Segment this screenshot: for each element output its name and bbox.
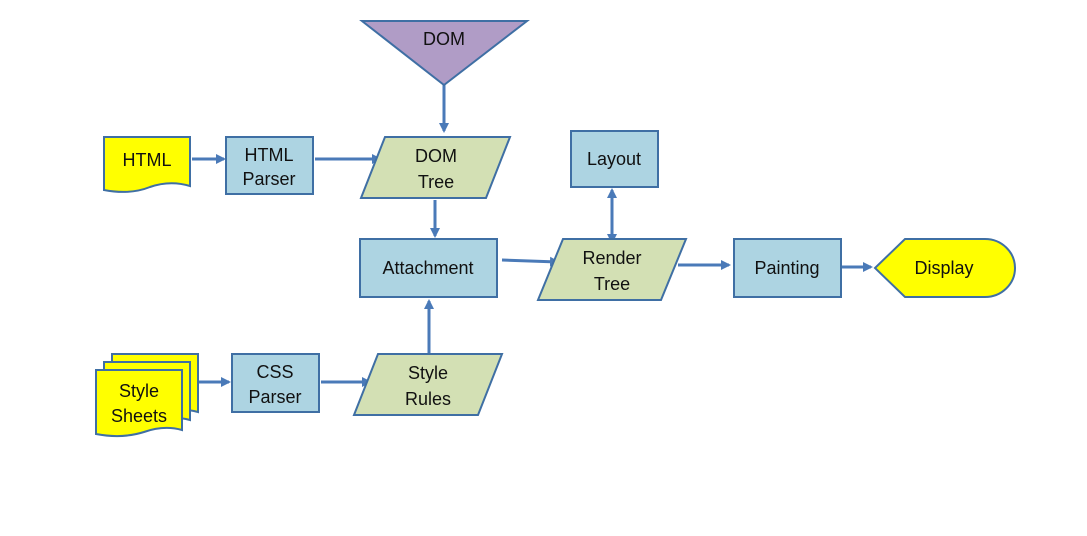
painting-node: Painting [733,238,842,298]
render-tree-label-line2: Tree [594,274,630,294]
style-rules-node: Style Rules [352,353,504,416]
dom-tree-label-line1: DOM [415,146,457,166]
display-shape [873,238,1016,298]
attachment-node: Attachment [359,238,498,298]
display-label: Display [914,258,973,278]
html-parser-label-line1: HTML [245,145,294,165]
attachment-label: Attachment [382,258,473,278]
html-parser-label-line2: Parser [242,169,295,189]
dom-merge-shape [359,20,530,87]
css-parser-label-line2: Parser [248,387,301,407]
dom-tree-label-line2: Tree [418,172,454,192]
style-sheets-node: Style Sheets [95,353,199,438]
style-rules-shape [352,353,504,416]
style-sheets-label-line2: Sheets [111,406,167,426]
layout-label: Layout [587,149,641,169]
render-tree-label-line1: Render [582,248,641,268]
style-rules-label-line1: Style [408,363,448,383]
connectors [192,85,873,387]
style-sheets-page-front [95,369,183,438]
html-parser-box [225,136,314,195]
html-document-label: HTML [123,150,172,170]
dom-tree-node: DOM Tree [359,136,512,199]
painting-label: Painting [754,258,819,278]
layout-box [570,130,659,188]
css-parser-node: CSS Parser [231,353,320,413]
dom-merge-node: DOM [359,20,530,87]
html-document-node: HTML [103,136,191,193]
html-parser-node: HTML Parser [225,136,314,195]
attachment-box [359,238,498,298]
dom-merge-label: DOM [423,29,465,49]
dom-tree-shape [359,136,512,199]
render-tree-shape [536,238,688,301]
display-node: Display [873,238,1016,298]
css-parser-box [231,353,320,413]
style-sheets-label-line1: Style [119,381,159,401]
layout-node: Layout [570,130,659,188]
arrow-attachment-to-render-tree [501,256,560,267]
css-parser-label-line1: CSS [256,362,293,382]
html-document-shape [103,136,191,193]
render-tree-node: Render Tree [536,238,688,301]
style-rules-label-line2: Rules [405,389,451,409]
painting-box [733,238,842,298]
